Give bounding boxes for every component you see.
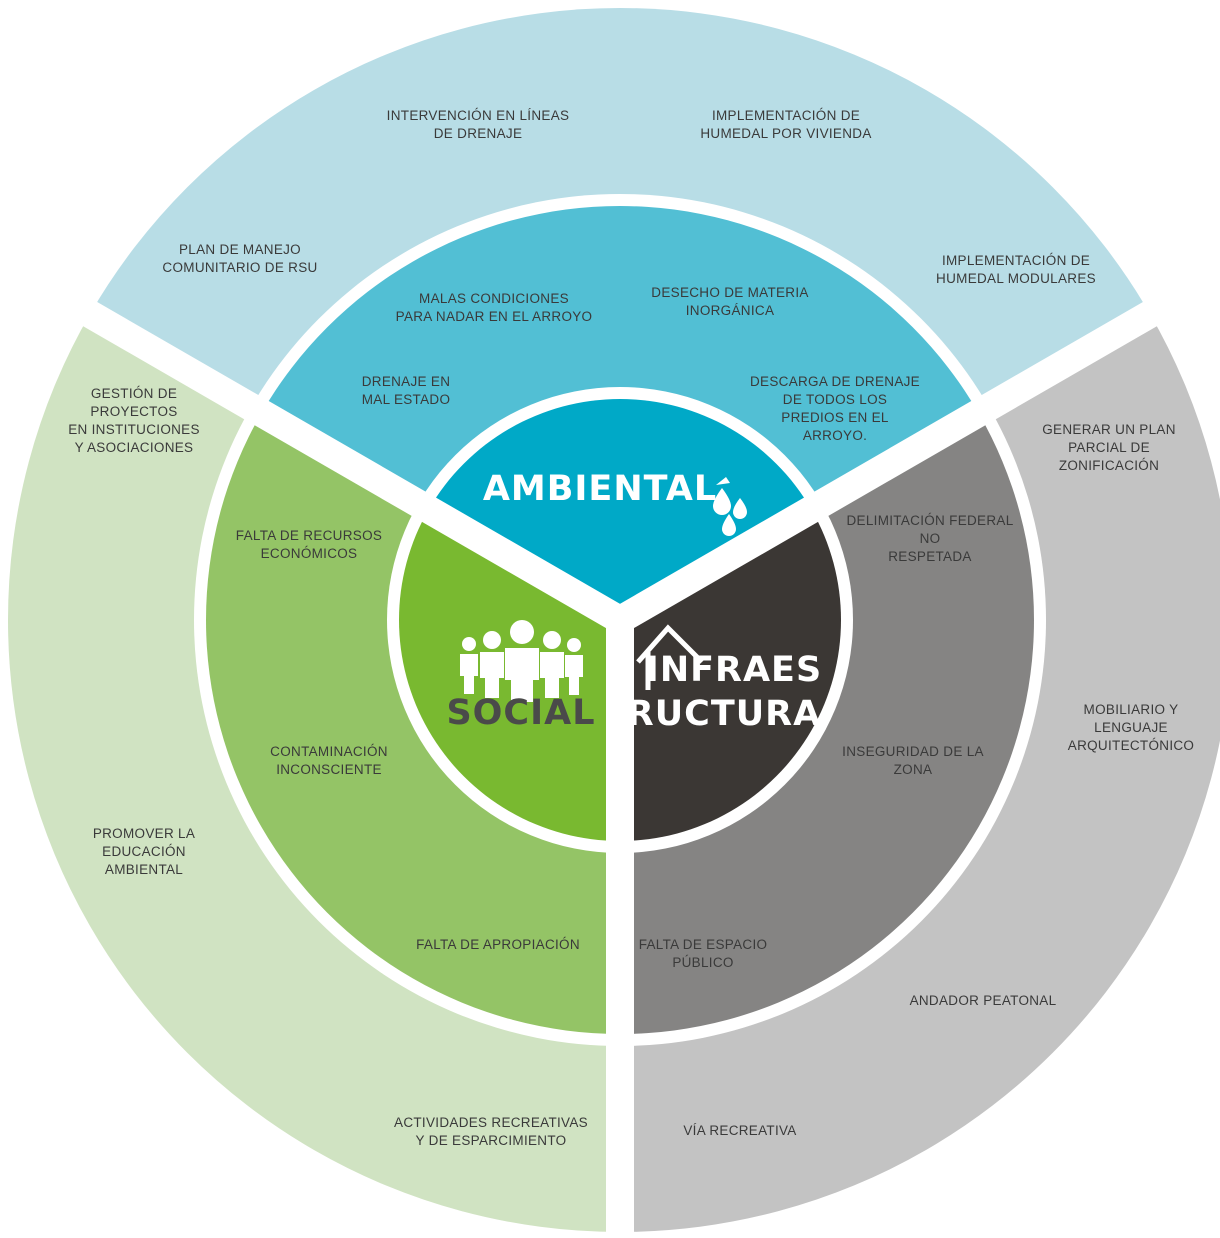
label-line: MOBILIARIO Y [1084,702,1179,717]
label-line: ACTIVIDADES RECREATIVAS [394,1115,588,1130]
label-line: ZONIFICACIÓN [1059,458,1159,473]
ambiental-title: AMBIENTAL [483,469,717,509]
label-line: ARQUITECTÓNICO [1068,738,1194,753]
core-ambiental-group: AMBIENTAL [483,469,747,536]
infra-outer-1-label: MOBILIARIO Y LENGUAJE ARQUITECTÓNICO [1068,702,1194,753]
label-line: PLAN DE MANEJO [179,242,301,257]
ambiental-middle-2-label: DRENAJE EN MAL ESTADO [362,374,451,407]
label-line: FALTA DE RECURSOS [236,528,382,543]
label-line: DESCARGA DE DRENAJE [750,374,920,389]
label-line: PROYECTOS [90,404,177,419]
label-line: GENERAR UN PLAN [1042,422,1176,437]
label-line: Y ASOCIACIONES [75,440,194,455]
label-line: INSEGURIDAD DE LA [842,744,984,759]
label-line: PARCIAL DE [1068,440,1150,455]
label-line: PREDIOS EN EL [781,410,889,425]
infra-middle-2-label: FALTA DE ESPACIO PÚBLICO [639,937,768,970]
house-outline-icon [636,624,704,690]
ambiental-middle-3-label: DESCARGA DE DRENAJE DE TODOS LOS PREDIOS E… [750,374,920,443]
ambiental-outer-2-label: PLAN DE MANEJO COMUNITARIO DE RSU [162,242,317,275]
label-line: CONTAMINACIÓN [270,744,388,759]
label-line: MAL ESTADO [362,392,451,407]
social-middle-0-label: FALTA DE RECURSOS ECONÓMICOS [236,528,382,561]
ambiental-middle-0-label: MALAS CONDICIONES PARA NADAR EN EL ARROYO [396,291,593,324]
ambiental-outer-1-label: IMPLEMENTACIÓN DE HUMEDAL POR VIVIENDA [700,108,871,141]
label-line: COMUNITARIO DE RSU [162,260,317,275]
social-middle-2-label: FALTA DE APROPIACIÓN [416,937,580,952]
label-line: ARROYO. [803,428,867,443]
label-line: PÚBLICO [672,955,733,970]
label-line: MALAS CONDICIONES [419,291,569,306]
people-group-icon [460,620,583,702]
label-line: ZONA [894,762,933,777]
label-line: DE DRENAJE [434,126,523,141]
infra-outer-3-label: VÍA RECREATIVA [683,1123,796,1138]
label-line: DESECHO DE MATERIA [651,285,808,300]
label-line: ECONÓMICOS [261,546,358,561]
social-outer-0-label: GESTIÓN DE PROYECTOS EN INSTITUCIONES Y ASO… [68,386,200,455]
label-line: GESTIÓN DE [91,386,177,401]
infra-middle-0-label: DELIMITACIÓN FEDERAL NO RESPETADA [846,513,1013,564]
infra-middle-1-label: INSEGURIDAD DE LA ZONA [842,744,984,777]
label-line: EDUCACIÓN [102,844,186,859]
social-outer-1-label: PROMOVER LA EDUCACIÓN AMBIENTAL [93,826,195,877]
label-line: ANDADOR PEATONAL [910,993,1057,1008]
ambiental-outer-3-label: IMPLEMENTACIÓN DE HUMEDAL MODULARES [936,253,1096,286]
social-outer-2-label: ACTIVIDADES RECREATIVAS Y DE ESPARCIMIENT… [394,1115,588,1148]
label-line: PARA NADAR EN EL ARROYO [396,309,593,324]
label-line: DE TODOS LOS [783,392,887,407]
infra-outer-2-label: ANDADOR PEATONAL [910,993,1057,1008]
label-line: Y DE ESPARCIMIENTO [416,1133,567,1148]
label-line: EN INSTITUCIONES [68,422,200,437]
water-drops-icon [713,477,747,536]
sector-dividers [58,287,1182,1238]
label-line: DELIMITACIÓN FEDERAL [846,513,1013,528]
label-line: INORGÁNICA [686,303,775,318]
label-line: DRENAJE EN [362,374,451,389]
label-line: FALTA DE ESPACIO [639,937,768,952]
divider-upper-right [613,287,1182,633]
ring-labels: INTERVENCIÓN EN LÍNEAS DE DRENAJE IMPLEMEN… [68,108,1194,1148]
ambiental-outer-0-label: INTERVENCIÓN EN LÍNEAS DE DRENAJE [387,108,570,141]
label-line: IMPLEMENTACIÓN DE [712,108,860,123]
label-line: INCONSCIENTE [276,762,382,777]
core-social-group: SOCIAL [446,620,595,733]
label-line: LENGUAJE [1094,720,1168,735]
label-line: AMBIENTAL [105,862,183,877]
label-line: NO [920,531,941,546]
label-line: HUMEDAL POR VIVIENDA [700,126,871,141]
infra-outer-0-label: GENERAR UN PLAN PARCIAL DE ZONIFICACIÓN [1042,422,1176,473]
core-infra-group: INFRAES RUCTURA [627,624,822,734]
label-line: FALTA DE APROPIACIÓN [416,937,580,952]
label-line: HUMEDAL MODULARES [936,271,1096,286]
label-line: RESPETADA [888,549,971,564]
label-line: INTERVENCIÓN EN LÍNEAS [387,108,570,123]
label-line: PROMOVER LA [93,826,195,841]
divider-upper-left [58,287,627,633]
core-ambiental-sector [428,399,812,620]
ambiental-middle-1-label: DESECHO DE MATERIA INORGÁNICA [651,285,808,318]
label-line: VÍA RECREATIVA [683,1123,796,1138]
label-line: IMPLEMENTACIÓN DE [942,253,1090,268]
infra-title-line2: RUCTURA [627,694,821,734]
social-middle-1-label: CONTAMINACIÓN INCONSCIENTE [270,744,388,777]
social-title: SOCIAL [446,693,595,733]
infra-title-line1: INFRAES [646,650,822,690]
